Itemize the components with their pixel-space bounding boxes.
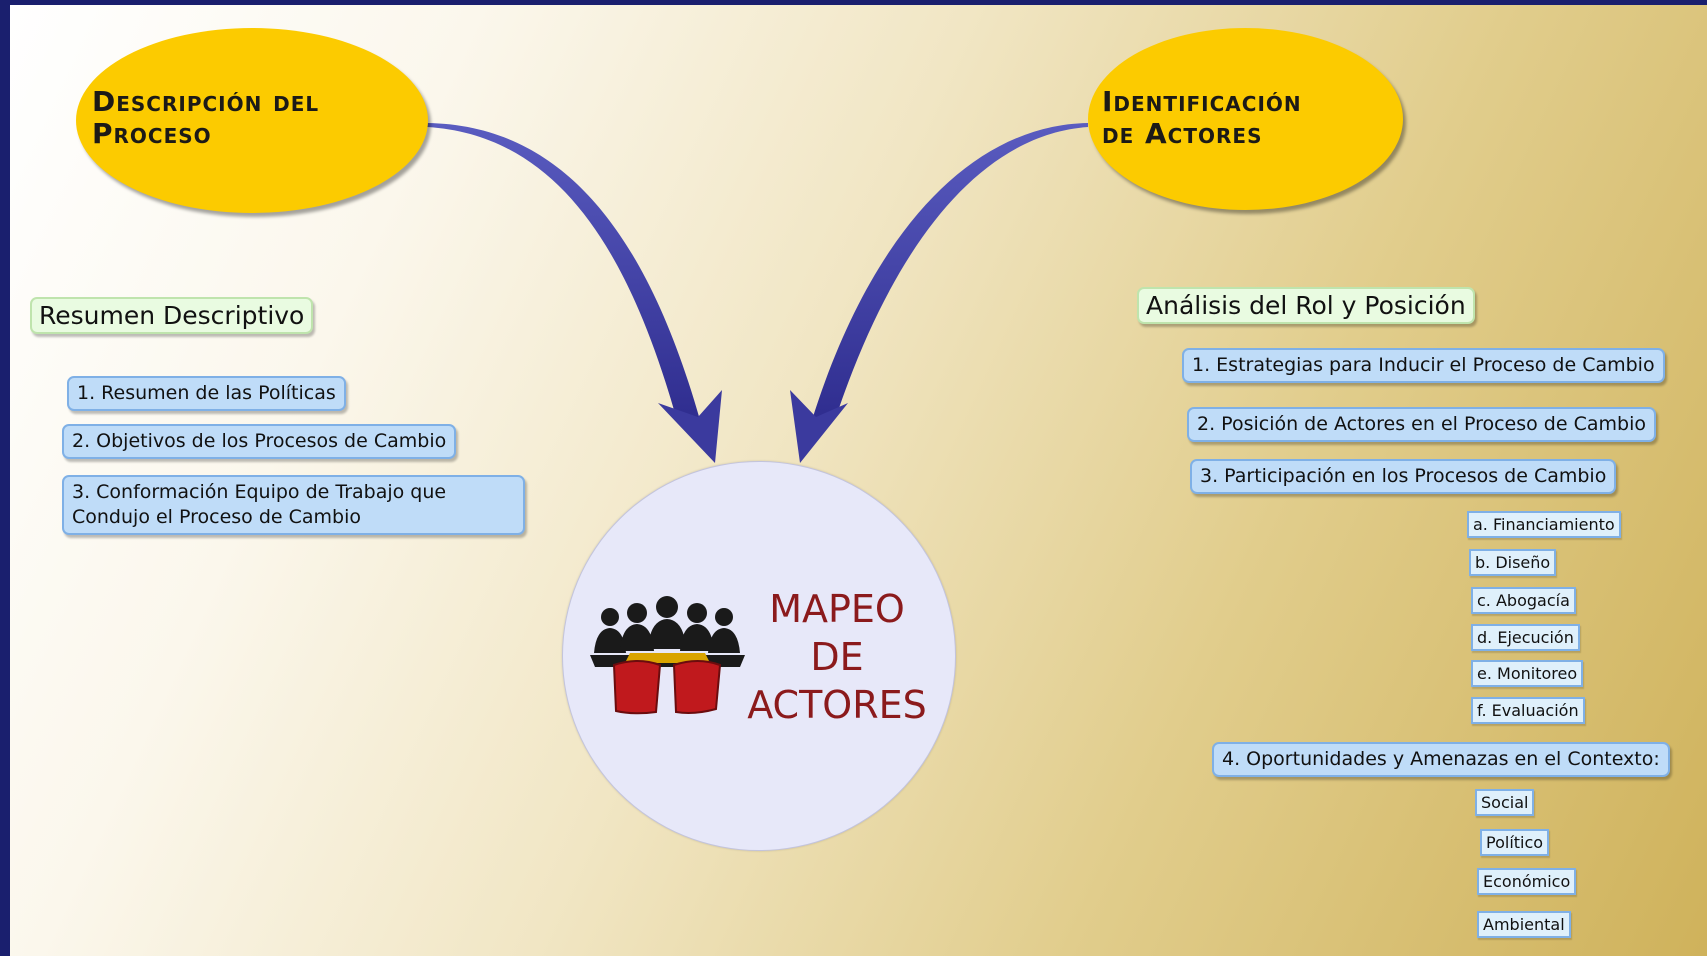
chair-left [612,660,662,715]
center-title: MAPEO DE ACTORES [747,587,927,727]
arrowhead-left [658,390,722,463]
arrow-left-to-center [427,123,700,420]
participation-subitem: f. Evaluación [1471,697,1585,724]
descriptive-summary-heading: Resumen Descriptivo [30,297,314,334]
role-analysis-heading: Análisis del Rol y Posición [1137,287,1475,324]
arrow-right-to-center [812,123,1088,420]
arrowhead-right [790,390,848,463]
meeting-people-icon [590,596,745,715]
right-item-1: 1. Estrategias para Inducir el Proceso d… [1182,348,1665,383]
right-item-3: 3. Participación en los Procesos de Camb… [1190,459,1617,494]
process-description-title: Descripción del Proceso [92,85,320,150]
process-description-ellipse: Descripción del Proceso [76,28,428,213]
participation-subitem: e. Monitoreo [1471,660,1584,687]
actor-identification-ellipse: Identificación de Actores [1088,28,1403,210]
context-subitem: Ambiental [1477,911,1571,938]
chair-right [672,660,722,714]
right-item-2: 2. Posición de Actores en el Proceso de … [1187,407,1656,442]
connector-arrows [427,123,1088,463]
context-subitem: Político [1480,829,1550,856]
participation-subitem: b. Diseño [1469,549,1557,576]
left-item-1: 1. Resumen de las Políticas [67,376,346,411]
context-subitem: Económico [1477,868,1577,895]
context-subitem: Social [1475,789,1535,816]
participation-subitem: a. Financiamiento [1467,511,1621,538]
participation-subitem: c. Abogacía [1471,587,1576,614]
left-item-2: 2. Objetivos de los Procesos de Cambio [62,424,457,459]
right-item-4: 4. Oportunidades y Amenazas en el Contex… [1212,742,1670,777]
actor-identification-title: Identificación de Actores [1102,85,1302,150]
participation-subitem: d. Ejecución [1471,624,1580,651]
left-item-3: 3. Conformación Equipo de Trabajo que Co… [62,475,525,535]
